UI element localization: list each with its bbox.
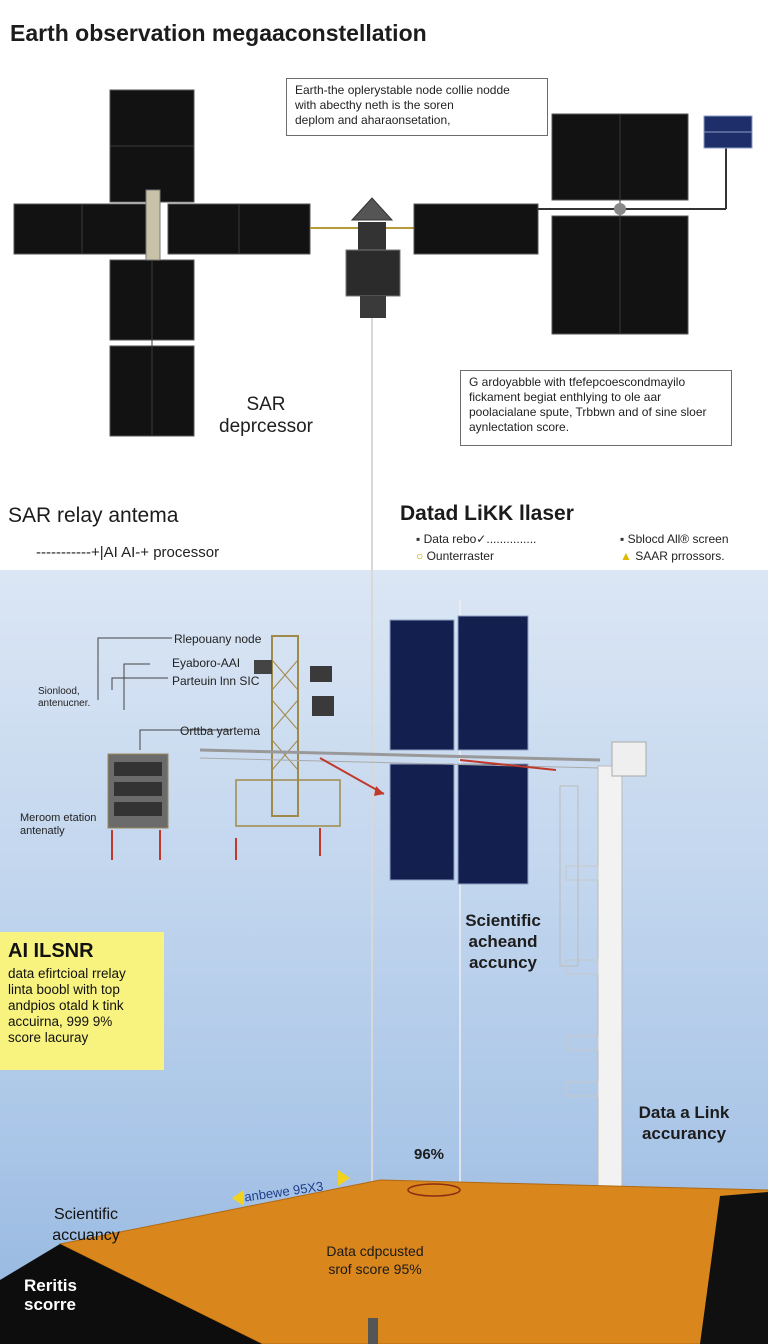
meroom-station-label: Meroom etation antenatly xyxy=(20,812,96,838)
annotation-box-right: G ardoyabble with tfefepcoescondmayilo f… xyxy=(460,370,732,446)
sionlood-label: Sionlood, antenucner. xyxy=(38,686,90,710)
annotation-line: G ardoyabble with tfefepcoescondmayilo xyxy=(469,375,686,389)
label-line: accurancy xyxy=(641,1124,727,1143)
solar-panel xyxy=(389,763,455,881)
label-line: SAR xyxy=(246,394,286,415)
leader-lines xyxy=(97,637,232,750)
label-line: antenucner. xyxy=(38,698,91,709)
equipment-rack xyxy=(107,753,169,860)
legend-marker: ○ xyxy=(416,549,424,563)
datad-link-heading: Datad LiKK llaser xyxy=(400,502,574,525)
tower-label: Orttba yartema xyxy=(180,724,261,738)
tower-label: Rlepouany node xyxy=(174,632,262,646)
label-line: Scientific xyxy=(53,1206,119,1223)
ai-box-shape xyxy=(0,932,164,1070)
label-line: scorre xyxy=(24,1295,76,1314)
annotation-line: Earth-the oplerystable node collie nodde xyxy=(295,83,510,97)
label-line: accuancy xyxy=(52,1227,120,1244)
ai-box-title: AI ILSNR xyxy=(8,940,94,962)
label-line: antenatly xyxy=(20,825,65,837)
rentis-score-label: Reritis scorre xyxy=(24,1276,77,1314)
ai-info-box: AI ILSNR data efirtcioal rrelay linta bo… xyxy=(0,932,164,1070)
tower-label: Parteuin lnn SIC xyxy=(172,674,260,688)
red-arrow xyxy=(459,759,557,771)
label-line: accuncy xyxy=(468,953,538,972)
left-satellite xyxy=(13,89,311,437)
ai-box-body: data efirtcioal rrelay linta boobl with … xyxy=(8,966,126,1046)
solar-panel xyxy=(413,203,539,255)
tower-label: Eyaboro-AAI xyxy=(172,656,241,670)
ai-box-line: accuirna, 999 9% xyxy=(8,1014,113,1029)
sar-relay-heading: SAR relay antema xyxy=(8,504,179,527)
label-line: Data a Link xyxy=(638,1103,730,1122)
data-link-accuracy-label: Data a Link accurancy xyxy=(620,1102,748,1144)
ai-box-line: andpios otald k tink xyxy=(8,998,124,1013)
solar-panel xyxy=(457,615,529,751)
label-line: Sionlood, xyxy=(38,686,80,697)
annotation-line: aynlectation score. xyxy=(469,420,570,434)
scientific-accuracy-mid: Scientific acheand accuncy xyxy=(448,910,558,973)
label-line: srof score 95% xyxy=(328,1261,422,1277)
scientific-accuracy-bottom: Scientific accuancy xyxy=(30,1204,142,1246)
legend-marker: ▪ xyxy=(620,532,625,546)
page-title: Earth observation megaaconstellation xyxy=(10,20,427,46)
annotation-line: with abecthy neth is the soren xyxy=(295,98,454,112)
ground-solar-array xyxy=(389,615,529,885)
satellite-bus-box xyxy=(345,249,401,297)
processor-line-label: -----------+|AI AI-+ processor xyxy=(36,544,220,561)
solar-panel xyxy=(389,619,455,751)
ai-box-line: linta boobl with top xyxy=(8,982,120,997)
legend-marker: ▲ xyxy=(620,549,632,563)
ai-box-line: data efirtcioal rrelay xyxy=(8,966,126,981)
legend-item: ○ Ounterraster xyxy=(416,549,494,564)
label-line: acheand xyxy=(468,932,538,951)
annotation-line: deplom and aharaonsetation, xyxy=(295,113,451,127)
legend-text: Sblocd All® screen xyxy=(627,532,729,546)
label-line: Scientific xyxy=(465,911,541,930)
legend-text: SAAR prrossors. xyxy=(635,549,725,563)
ai-box-line: score lacuray xyxy=(8,1030,89,1045)
legend-text: Ounterraster xyxy=(426,549,494,563)
center-satellite-bus xyxy=(310,197,418,318)
annotation-box-top: Earth-the oplerystable node collie nodde… xyxy=(286,78,548,136)
sar-depressor-label: SAR deprcessor xyxy=(206,394,326,438)
legend-item: ▪ Data rebo✓............... xyxy=(416,532,536,547)
data-computed-score-label: Data cdpcusted srof score 95% xyxy=(298,1242,452,1278)
legend-item: ▲ SAAR prrossors. xyxy=(620,549,725,564)
legend-item: ▪ Sblocd All® screen xyxy=(620,532,729,547)
legend-text: Data rebo✓............... xyxy=(423,532,537,546)
label-line: deprcessor xyxy=(219,416,313,437)
ground-edge xyxy=(0,1244,262,1344)
annotation-line: fickament begiat enthlying to ole aar xyxy=(469,390,662,404)
truss xyxy=(145,189,161,261)
right-satellite xyxy=(413,113,753,335)
solar-panel xyxy=(457,763,529,885)
legend-marker: ▪ xyxy=(416,532,421,546)
lattice-tower xyxy=(199,635,601,827)
annotation-line: poolacialane spute, Trbbwn and of sine s… xyxy=(469,405,707,419)
label-line: Data cdpcusted xyxy=(326,1243,424,1259)
label-line: Meroom etation xyxy=(20,812,97,824)
red-arrow xyxy=(319,757,385,795)
percent-96-label: 96% xyxy=(414,1146,445,1163)
label-line: Reritis xyxy=(24,1276,77,1295)
